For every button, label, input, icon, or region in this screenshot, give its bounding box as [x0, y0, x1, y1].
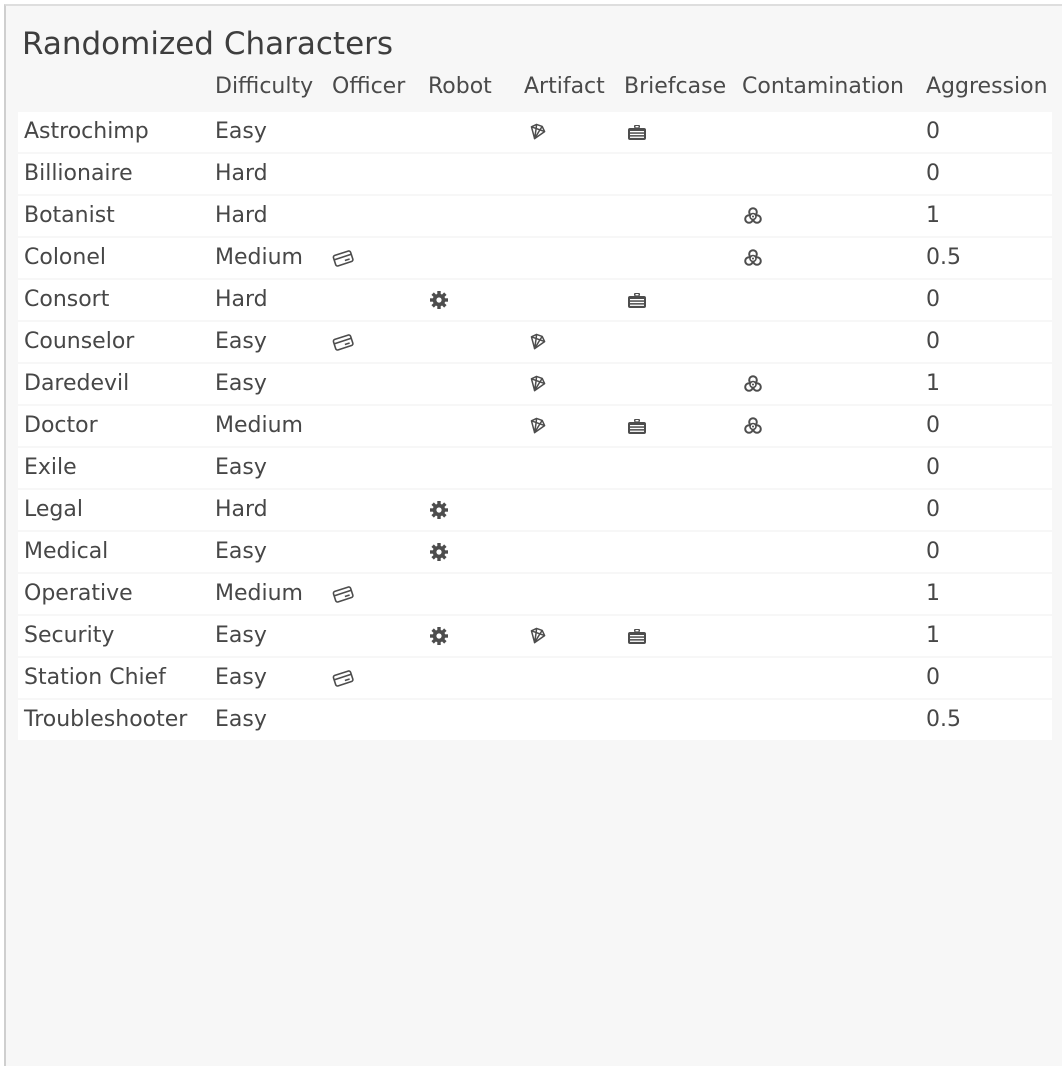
biohazard-icon — [742, 374, 764, 394]
gear-icon — [428, 626, 450, 646]
briefcase-icon — [626, 122, 648, 142]
table-row: Operative Medium 1 — [18, 574, 1052, 614]
difficulty-value: Hard — [215, 497, 268, 522]
table-row: Colonel Medium 0.5 — [18, 238, 1052, 278]
character-name: Colonel — [24, 245, 106, 270]
aggression-value: 0.5 — [926, 707, 961, 732]
difficulty-value: Easy — [215, 119, 267, 144]
difficulty-value: Medium — [215, 245, 303, 270]
table-row: Astrochimp Easy 0 — [18, 112, 1052, 152]
diamond-icon — [526, 332, 548, 352]
biohazard-icon — [742, 248, 764, 268]
difficulty-value: Easy — [215, 371, 267, 396]
column-header-officer: Officer — [332, 74, 406, 99]
id-card-icon — [332, 668, 354, 688]
diamond-icon — [526, 416, 548, 436]
table-row: Billionaire Hard 0 — [18, 154, 1052, 194]
table-row: Daredevil Easy 1 — [18, 364, 1052, 404]
id-card-icon — [332, 248, 354, 268]
column-header-aggression: Aggression — [926, 74, 1048, 99]
table-row: Counselor Easy 0 — [18, 322, 1052, 362]
aggression-value: 0 — [926, 665, 940, 690]
character-name: Troubleshooter — [24, 707, 188, 732]
column-header-artifact: Artifact — [524, 74, 605, 99]
character-name: Botanist — [24, 203, 115, 228]
table-row: Medical Easy 0 — [18, 532, 1052, 572]
table-row: Botanist Hard 1 — [18, 196, 1052, 236]
difficulty-value: Easy — [215, 665, 267, 690]
table-row: Security Easy 1 — [18, 616, 1052, 656]
gear-icon — [428, 500, 450, 520]
id-card-icon — [332, 332, 354, 352]
table-row: Troubleshooter Easy 0.5 — [18, 700, 1052, 740]
difficulty-value: Hard — [215, 203, 268, 228]
aggression-value: 0 — [926, 455, 940, 480]
difficulty-value: Hard — [215, 287, 268, 312]
character-name: Exile — [24, 455, 77, 480]
column-header-briefcase: Briefcase — [624, 74, 727, 99]
difficulty-value: Medium — [215, 581, 303, 606]
table-row: Legal Hard 0 — [18, 490, 1052, 530]
table-row: Consort Hard 0 — [18, 280, 1052, 320]
biohazard-icon — [742, 416, 764, 436]
aggression-value: 1 — [926, 203, 940, 228]
aggression-value: 0 — [926, 413, 940, 438]
diamond-icon — [526, 122, 548, 142]
table-row: Exile Easy 0 — [18, 448, 1052, 488]
character-name: Medical — [24, 539, 109, 564]
table-header: Difficulty Officer Robot Artifact Briefc… — [18, 72, 1058, 102]
aggression-value: 1 — [926, 581, 940, 606]
difficulty-value: Easy — [215, 455, 267, 480]
character-name: Operative — [24, 581, 133, 606]
biohazard-icon — [742, 206, 764, 226]
diamond-icon — [526, 374, 548, 394]
aggression-value: 0 — [926, 119, 940, 144]
aggression-value: 1 — [926, 371, 940, 396]
difficulty-value: Easy — [215, 539, 267, 564]
diamond-icon — [526, 626, 548, 646]
character-name: Station Chief — [24, 665, 166, 690]
aggression-value: 0 — [926, 161, 940, 186]
aggression-value: 0 — [926, 329, 940, 354]
character-name: Astrochimp — [24, 119, 149, 144]
column-header-contamination: Contamination — [742, 74, 904, 99]
character-name: Daredevil — [24, 371, 130, 396]
column-header-robot: Robot — [428, 74, 492, 99]
aggression-value: 0 — [926, 287, 940, 312]
character-name: Consort — [24, 287, 110, 312]
table-row: Station Chief Easy 0 — [18, 658, 1052, 698]
difficulty-value: Easy — [215, 329, 267, 354]
aggression-value: 0 — [926, 539, 940, 564]
difficulty-value: Hard — [215, 161, 268, 186]
difficulty-value: Easy — [215, 707, 267, 732]
difficulty-value: Medium — [215, 413, 303, 438]
briefcase-icon — [626, 290, 648, 310]
panel-title: Randomized Characters — [22, 26, 394, 62]
character-name: Billionaire — [24, 161, 133, 186]
randomized-characters-panel: Randomized Characters Difficulty Officer… — [4, 4, 1062, 1066]
column-header-difficulty: Difficulty — [215, 74, 314, 99]
character-name: Security — [24, 623, 115, 648]
gear-icon — [428, 290, 450, 310]
aggression-value: 0 — [926, 497, 940, 522]
character-name: Legal — [24, 497, 83, 522]
briefcase-icon — [626, 416, 648, 436]
character-name: Counselor — [24, 329, 135, 354]
aggression-value: 0.5 — [926, 245, 961, 270]
character-name: Doctor — [24, 413, 98, 438]
difficulty-value: Easy — [215, 623, 267, 648]
aggression-value: 1 — [926, 623, 940, 648]
gear-icon — [428, 542, 450, 562]
briefcase-icon — [626, 626, 648, 646]
table-row: Doctor Medium 0 — [18, 406, 1052, 446]
id-card-icon — [332, 584, 354, 604]
